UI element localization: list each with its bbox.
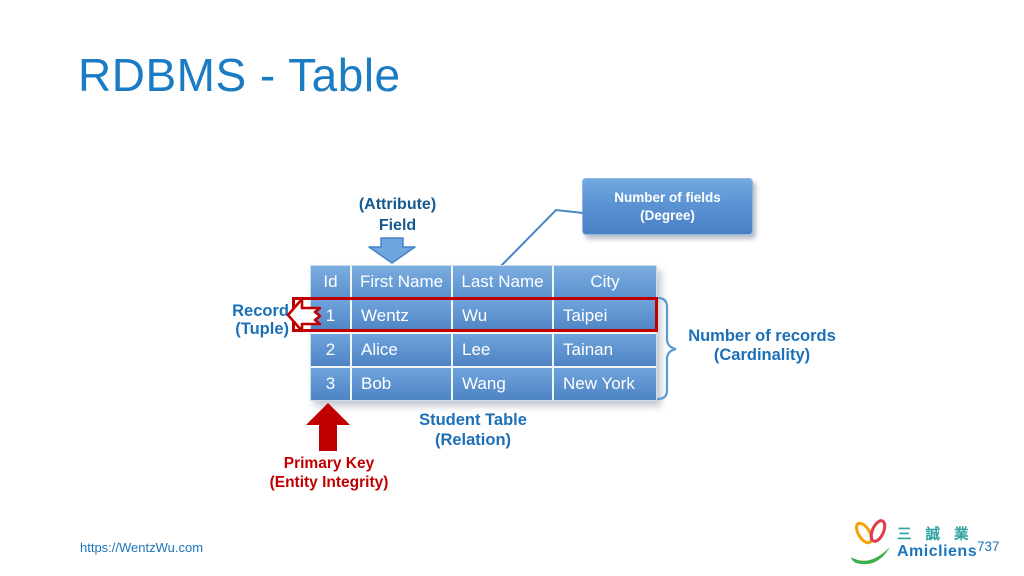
field-annotation: (Attribute) Field (330, 194, 465, 236)
table-cell: Lee (453, 334, 552, 366)
record-highlight-box (292, 297, 658, 332)
field-annotation-line2: Field (378, 217, 417, 234)
page-title: RDBMS - Table (78, 49, 401, 101)
degree-box-line1: Number of fields (614, 189, 721, 205)
table-header-cell: First Name (352, 266, 451, 298)
record-annotation-line1: Record (232, 302, 289, 320)
table-header-cell: Id (311, 266, 350, 298)
cardinality-brace-icon (657, 296, 677, 401)
logo-company-name-en: Amicliens (897, 543, 978, 560)
page-number: 737 (977, 539, 1000, 554)
table-cell: Taipei (554, 300, 656, 332)
footer-url-link[interactable]: https://WentzWu.com (80, 540, 204, 555)
degree-box-line2: (Degree) (640, 207, 695, 223)
table-header-cell: City (554, 266, 656, 298)
degree-callout-box: Number of fields (Degree) (582, 178, 753, 235)
company-logo: 三 誠 業 Amicliens (849, 517, 977, 567)
student-table: Id First Name Last Name City 1 Wentz Wu … (310, 265, 657, 401)
degree-callout-line (499, 208, 584, 268)
primary-key-annotation-line2: (Entity Integrity) (269, 474, 389, 491)
relation-annotation: Student Table (Relation) (399, 410, 547, 450)
cardinality-annotation-line1: Number of records (688, 327, 836, 345)
table-cell: New York (554, 368, 656, 400)
record-left-arrow-icon (286, 297, 322, 333)
logo-company-name-zh: 三 誠 業 (897, 527, 974, 543)
logo-flower-icon (851, 519, 890, 565)
field-down-arrow-icon (368, 237, 416, 264)
table-header-cell: Last Name (453, 266, 552, 298)
primary-key-up-arrow-icon (306, 403, 350, 451)
cardinality-annotation: Number of records (Cardinality) (680, 327, 844, 365)
table-cell: Alice (352, 334, 451, 366)
field-annotation-line1: (Attribute) (358, 196, 437, 213)
table-cell-id: 3 (311, 368, 350, 400)
table-cell: Bob (352, 368, 451, 400)
table-cell: Wang (453, 368, 552, 400)
record-annotation-line2: (Tuple) (235, 320, 289, 338)
table-cell: Wu (453, 300, 552, 332)
record-annotation: Record (Tuple) (203, 302, 289, 338)
primary-key-annotation-line1: Primary Key (283, 455, 375, 472)
table-cell-id: 2 (311, 334, 350, 366)
primary-key-annotation: Primary Key (Entity Integrity) (248, 454, 410, 492)
cardinality-annotation-line2: (Cardinality) (713, 346, 811, 364)
table-cell: Wentz (352, 300, 451, 332)
table-cell: Tainan (554, 334, 656, 366)
relation-annotation-line2: (Relation) (434, 431, 512, 449)
logo-text: 三 誠 業 Amicliens (897, 523, 977, 561)
relation-annotation-line1: Student Table (419, 411, 527, 429)
